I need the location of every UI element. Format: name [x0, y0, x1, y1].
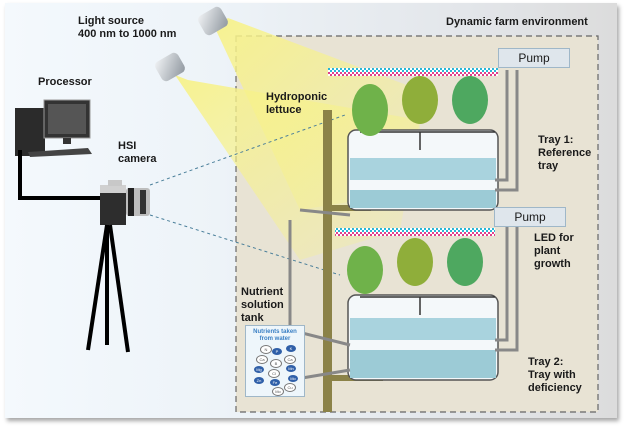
nutrient-element-badge: Mn	[286, 365, 296, 372]
processor-label: Processor	[38, 76, 92, 88]
support-pole	[323, 110, 332, 412]
nutrient-element-badge: Cl	[268, 369, 280, 378]
farm-boundary	[235, 35, 599, 413]
nutrient-element-badge: Mo	[288, 375, 298, 382]
lettuce-icon	[347, 238, 483, 294]
nutrient-tank-label: Nutrient solution tank	[241, 286, 284, 324]
led-bar	[328, 68, 498, 72]
hydroponic-lettuce-label: Hydroponic lettuce	[266, 91, 328, 116]
nutrient-card-title: Nutrients taken from water	[246, 329, 304, 343]
led-bar	[335, 232, 495, 236]
pump-2[interactable]: Pump	[494, 207, 566, 227]
led-bar	[328, 72, 498, 76]
nutrient-element-badge: Ca	[256, 355, 268, 364]
computer-icon	[15, 99, 92, 157]
pump-1[interactable]: Pump	[498, 48, 570, 68]
tray-2	[347, 294, 499, 381]
lettuce-icon	[352, 76, 488, 136]
nutrient-card-title-line: Nutrients taken	[253, 329, 297, 335]
nutrient-element-badge: B	[270, 359, 282, 368]
tripod-icon	[86, 224, 130, 353]
lamp-icon	[155, 52, 185, 82]
nutrient-card-title-line: from water	[259, 336, 291, 342]
led-label: LED for plant growth	[534, 232, 574, 270]
light-source-label: Light source 400 nm to 1000 nm	[78, 15, 177, 40]
nutrient-element-badge: K	[286, 345, 296, 352]
lamp-icon	[198, 6, 228, 36]
nutrient-element-badge: P	[272, 348, 282, 355]
camera-view-line	[149, 114, 346, 186]
nutrient-element-badge: Cu	[284, 383, 296, 392]
tray-1-label: Tray 1: Reference tray	[538, 134, 592, 172]
shelf-bracket	[323, 205, 371, 211]
nutrient-element-badge: Mo	[272, 387, 284, 396]
led-bar	[335, 228, 495, 232]
tray-1	[347, 129, 499, 211]
nutrient-element-badge: N	[260, 345, 272, 354]
nutrient-element-badge: Ca	[284, 355, 296, 364]
dynamic-farm-label: Dynamic farm environment	[446, 16, 588, 28]
camera-cable	[18, 150, 103, 200]
nutrient-element-badge: Fe	[270, 379, 280, 386]
hsi-camera-label: HSI camera	[118, 140, 157, 165]
hsi-camera-icon	[100, 180, 150, 225]
nutrient-element-badge: Zn	[254, 377, 264, 384]
tray-2-label: Tray 2: Tray with deficiency	[528, 356, 582, 394]
nutrient-element-badge: Mg	[254, 366, 264, 373]
